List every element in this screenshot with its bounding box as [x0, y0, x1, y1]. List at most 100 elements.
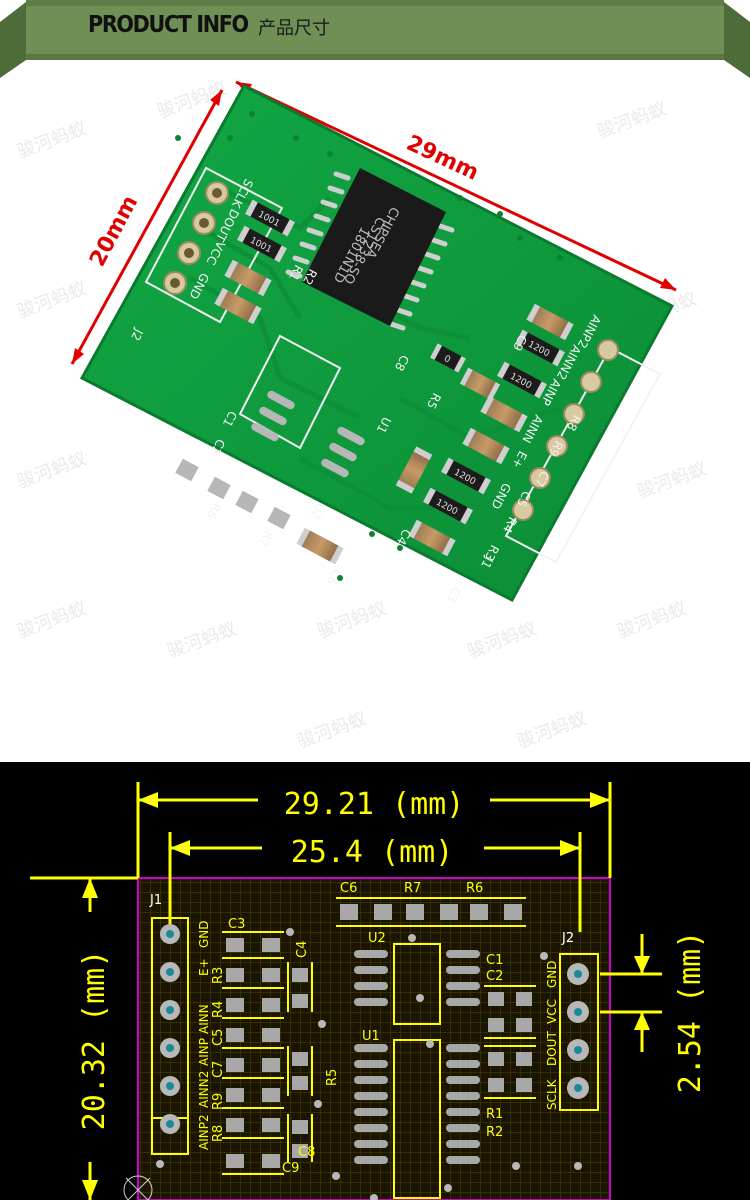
watermark-text: 骏河蚂蚁: [15, 448, 90, 492]
cs1238-chip: CHIPSEA CS1238-SO 1801N1D: [285, 168, 455, 331]
layout-vias: [156, 928, 582, 1200]
ref-r6: R6: [204, 501, 224, 522]
photo-ref-labels: R1 R2 C1 C2 R6 R7 C6 U2 U1 R5 C4 C3 C9 R…: [204, 263, 584, 606]
j1-label: J1: [478, 554, 496, 571]
dim-pin-span-label: 25.4 (mm): [291, 835, 454, 870]
layout-left-pads: [226, 938, 308, 1168]
layout-ref-c2: C2: [486, 969, 503, 984]
watermark-text: 骏河蚂蚁: [595, 98, 670, 142]
watermark-text: 骏河蚂蚁: [465, 618, 540, 662]
layout-ref-r5: R5: [325, 1069, 340, 1086]
ref-u2: U2: [308, 501, 328, 522]
ref-r3: R3: [482, 543, 502, 564]
watermark-text: 骏河蚂蚁: [295, 708, 370, 752]
layout-j1: J1 GND E+ AINN AINP AINN2 AINP2: [149, 893, 211, 1155]
dim-height: 20.32 (mm): [30, 876, 138, 1200]
ref-c1: C1: [220, 409, 240, 430]
layout-j1-pin-ainn2: AINN2: [197, 1071, 211, 1108]
layout-ref-c3: C3: [228, 917, 245, 932]
ref-r2: R2: [300, 267, 320, 288]
dim-overall-width: 29.21 (mm): [136, 782, 612, 878]
layout-j2: J2 GND VCC DOUT SCLK: [545, 931, 599, 1111]
layout-ref-c4: C4: [295, 941, 310, 958]
ref-c9: C9: [510, 333, 530, 354]
ref-r9: R9: [546, 439, 566, 460]
j2-header: [163, 181, 229, 295]
layout-j2-pin-gnd: GND: [545, 960, 559, 988]
layout-ref-c8: C8: [298, 1145, 315, 1160]
layout-ref-r6: R6: [466, 881, 483, 896]
layout-j2-pin-vcc: VCC: [545, 999, 559, 1024]
layout-top-pads: [340, 904, 522, 920]
smd-resistors: 1001 1001 1200 1200: [237, 199, 565, 525]
section-banner: PRODUCT INFO 产品尺寸: [0, 0, 750, 78]
ref-u1: U1: [374, 415, 394, 436]
layout-ref-c6: C6: [340, 881, 357, 896]
layout-j1-pin-gnd: GND: [197, 920, 211, 948]
layout-ref-r2: R2: [486, 1125, 503, 1140]
j2-label: J2: [128, 326, 146, 343]
ref-c3: C3: [444, 585, 464, 606]
layout-right-silk: [484, 985, 536, 1099]
dim-pin-span: 25.4 (mm): [168, 832, 582, 932]
layout-u2: [354, 943, 480, 1025]
ref-r1: R1: [286, 263, 306, 284]
layout-ref-c5: C5: [211, 1029, 226, 1046]
layout-j2-label: J2: [561, 931, 574, 946]
layout-ref-r9: R9: [211, 1093, 226, 1110]
vias: [175, 111, 563, 581]
dim-height-label: 20.32 (mm): [77, 950, 112, 1131]
layout-j1-label: J1: [149, 893, 162, 908]
layout-ref-r3: R3: [211, 967, 226, 984]
ref-c8: C8: [392, 353, 412, 374]
layout-ref-u1: U1: [362, 1029, 380, 1044]
pcb-layout-drawing: 29.21 (mm) 25.4 (mm) 20.32 (mm): [30, 782, 708, 1200]
layout-ref-r7: R7: [404, 881, 421, 896]
layout-ref-r1: R1: [486, 1107, 503, 1122]
ref-c4: C4: [394, 527, 414, 548]
res-code: 0: [442, 354, 452, 366]
layout-j1-pin-ainp2: AINP2: [197, 1114, 211, 1150]
pcb-layout-section: 29.21 (mm) 25.4 (mm) 20.32 (mm): [0, 762, 750, 1200]
banner-title: PRODUCT INFO: [88, 12, 249, 38]
watermark-text: 骏河蚂蚁: [15, 118, 90, 162]
watermark-text: 骏河蚂蚁: [15, 598, 90, 642]
layout-left-silk: [222, 931, 313, 1175]
empty-pads: [175, 390, 365, 530]
layout-ref-labels: C3 C4 C6 R7 R6 U2 R3 R4 C5 C7 R5 R9 R8 C…: [211, 881, 503, 1176]
layout-ref-c9: C9: [282, 1161, 299, 1176]
layout-ref-r4: R4: [211, 1001, 226, 1018]
ref-r8: R8: [564, 413, 584, 434]
layout-ref-c1: C1: [486, 953, 503, 968]
layout-j1-pin-ainp: AINP: [197, 1038, 211, 1066]
ref-c7: C7: [532, 469, 552, 490]
dim-pitch-label: 2.54 (mm): [673, 931, 708, 1094]
layout-ref-u2: U2: [368, 931, 386, 946]
watermark-text: 骏河蚂蚁: [515, 708, 590, 752]
layout-j2-pin-sclk: SCLK: [545, 1078, 559, 1110]
layout-j1-pin-eplus: E+: [197, 958, 211, 976]
ref-r7: R7: [256, 529, 276, 550]
watermark-text: 骏河蚂蚁: [165, 618, 240, 662]
layout-top-silk: [336, 897, 526, 927]
watermark-text: 骏河蚂蚁: [15, 278, 90, 322]
ref-c6: C6: [324, 567, 344, 588]
layout-ref-r8: R8: [211, 1125, 226, 1142]
smd-capacitors: [214, 259, 574, 565]
ref-c2: C2: [208, 437, 228, 458]
layout-j2-pin-dout: DOUT: [545, 1031, 559, 1066]
ref-r4: R4: [500, 515, 520, 536]
ref-c5: C5: [514, 489, 534, 510]
layout-u1: [354, 1039, 480, 1199]
pcb-photo: 骏河蚂蚁 骏河蚂蚁 骏河蚂蚁 骏河蚂蚁 骏河蚂蚁 骏河蚂蚁 骏河蚂蚁 骏河蚂蚁 …: [15, 78, 710, 752]
layout-j1-pin-ainn: AINN: [197, 1004, 211, 1034]
j1-header: [512, 339, 619, 521]
dim-overall-width-label: 29.21 (mm): [284, 787, 465, 822]
ref-r5: R5: [424, 391, 444, 412]
pcb-photo-section: 骏河蚂蚁 骏河蚂蚁 骏河蚂蚁 骏河蚂蚁 骏河蚂蚁 骏河蚂蚁 骏河蚂蚁 骏河蚂蚁 …: [0, 78, 750, 760]
dim-height-label: 20mm: [85, 192, 143, 271]
pcb-board: [79, 84, 675, 603]
dim-pitch: 2.54 (mm): [600, 931, 708, 1094]
watermark-text: 骏河蚂蚁: [615, 598, 690, 642]
watermark-text: 骏河蚂蚁: [635, 458, 710, 502]
